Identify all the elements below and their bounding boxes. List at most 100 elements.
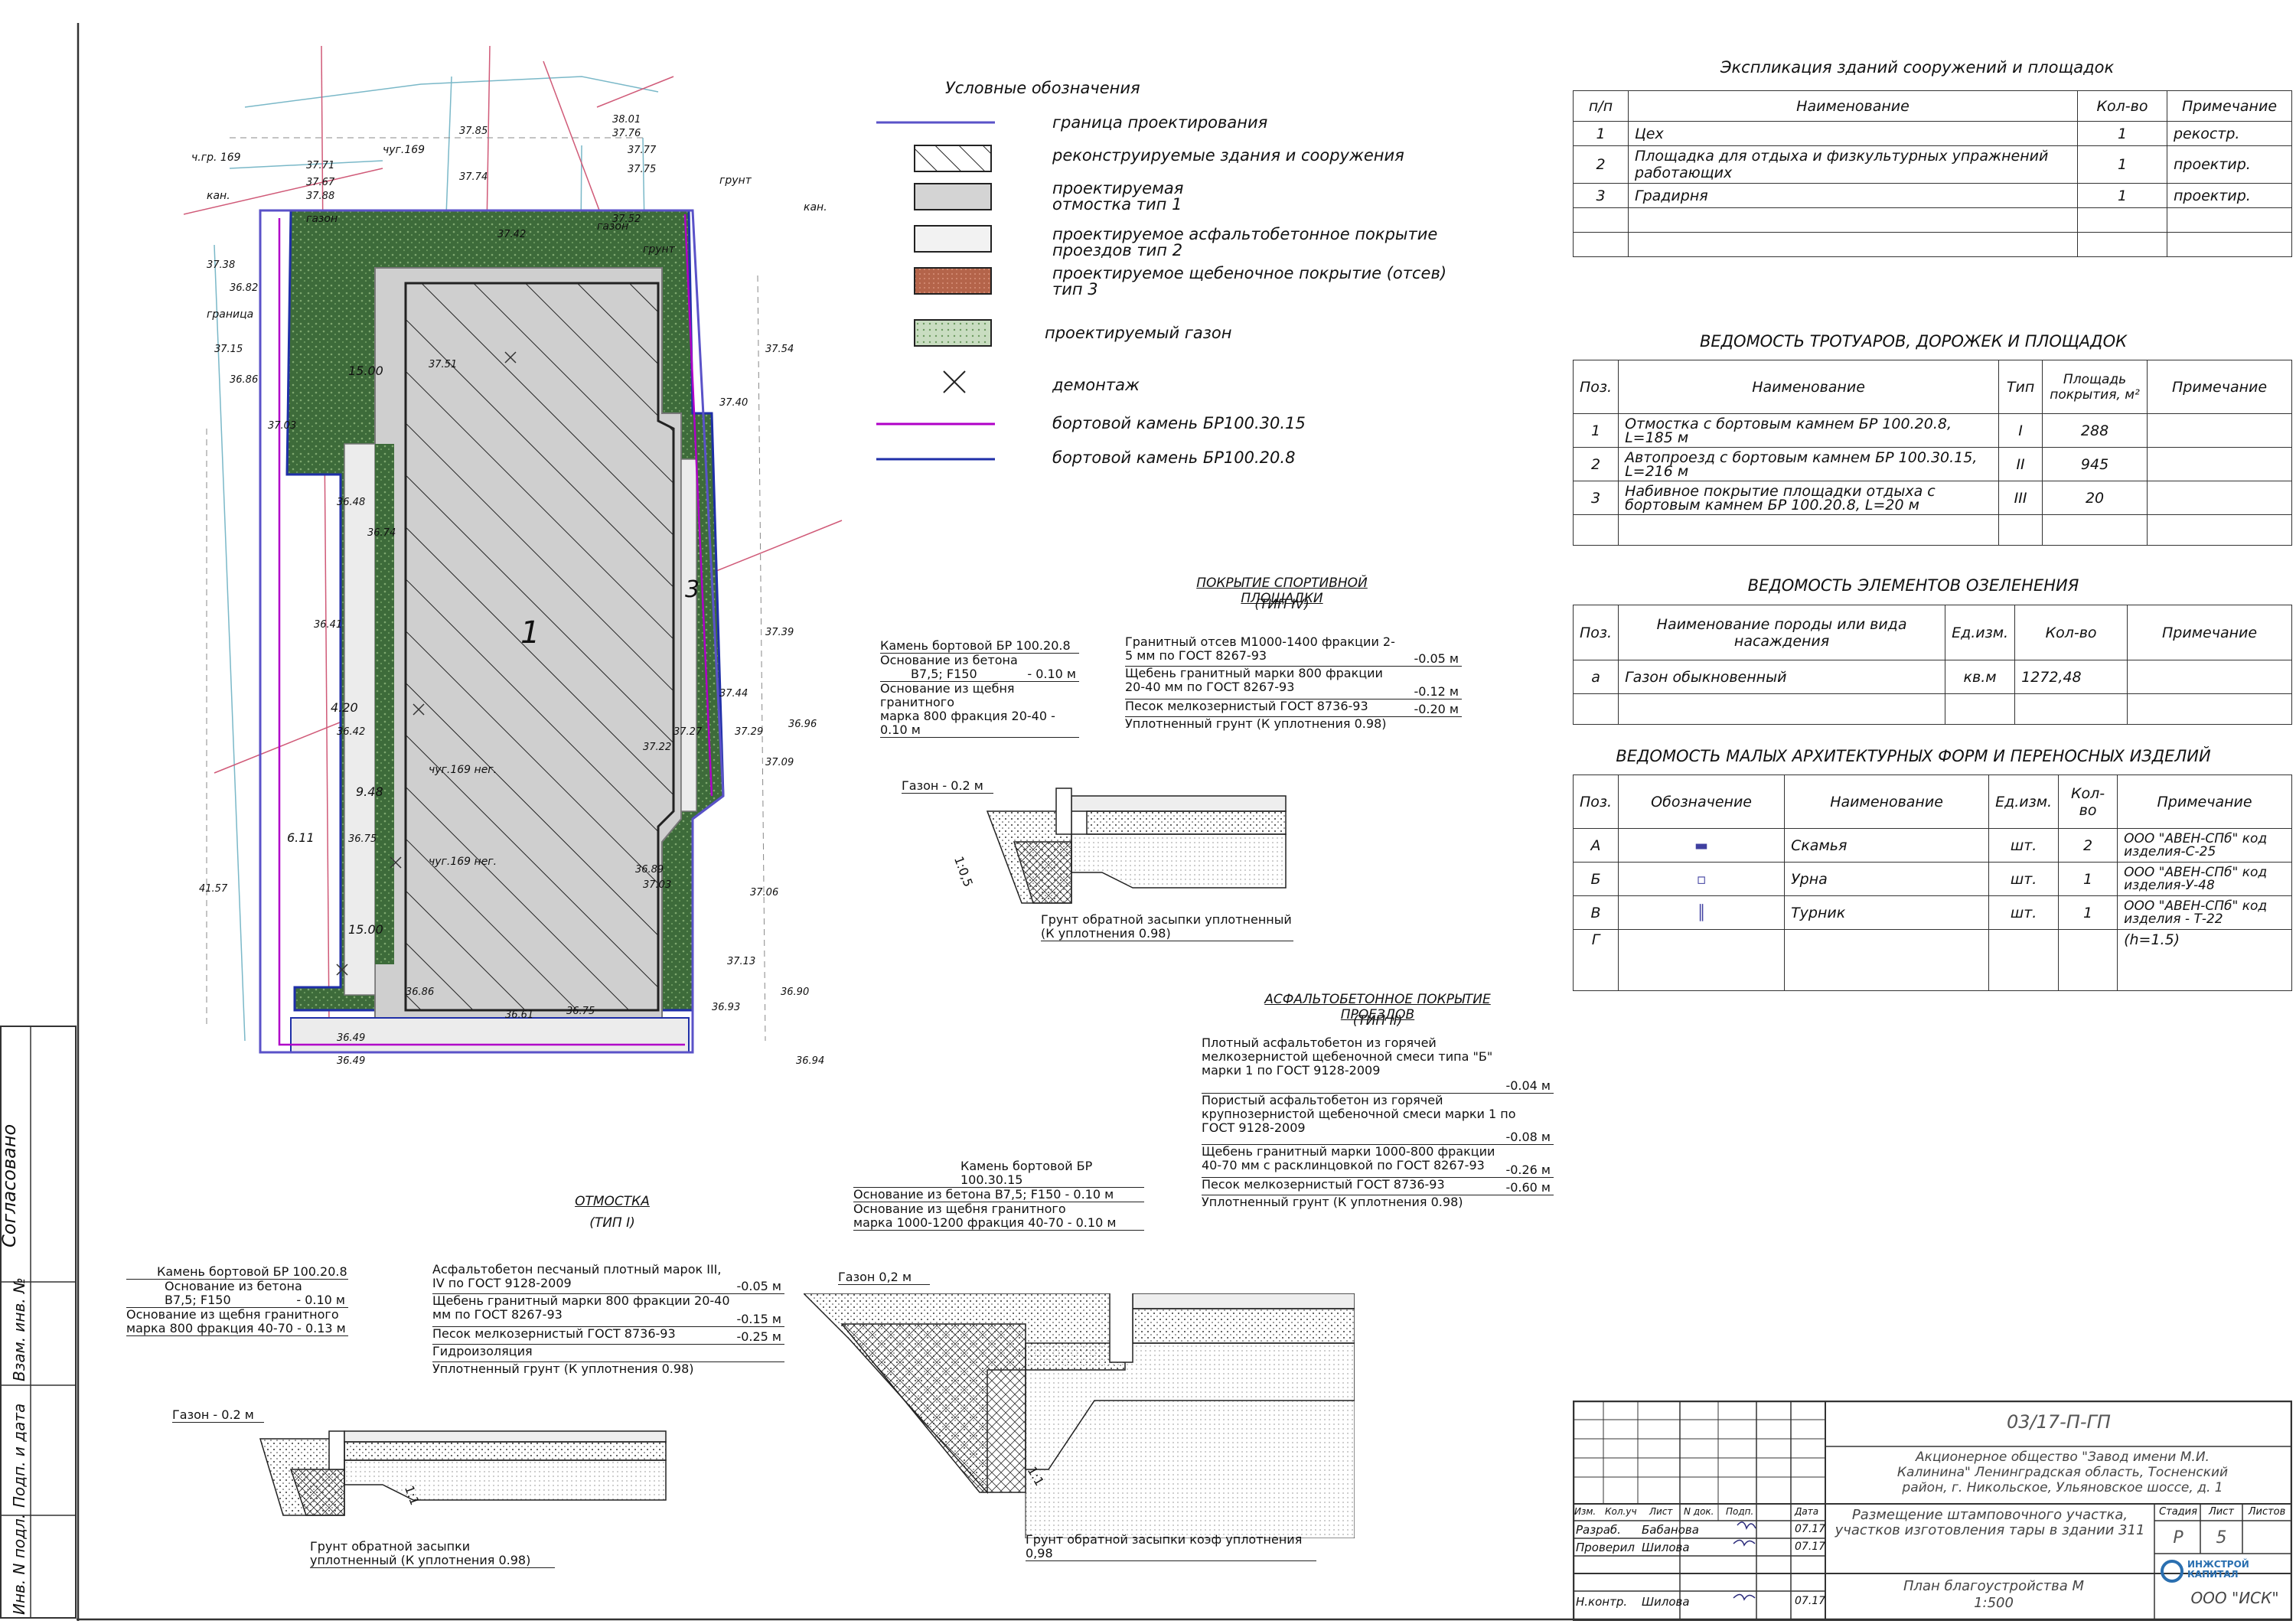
note: чуг.169 нег. [429,856,497,868]
note: граница [207,308,253,321]
mark: 37.40 [719,397,748,409]
layer: Основание из щебня гранитного [880,681,1015,709]
mark: 37.76 [612,128,641,139]
red-lines [184,46,843,1026]
explication-title: Экспликация зданий сооружений и площадок [1720,58,2115,77]
col-header: Наименование [1628,90,2078,122]
side-stamp-agreed: Согласовано [0,1124,20,1247]
cell: Скамья [1784,828,1990,863]
legend-label: проектируемая отмостка тип 1 [1052,179,1184,214]
stamp-name: Шилова [1642,1595,1690,1609]
mark: 36.75 [348,833,377,845]
layer-labels-right: Асфальтобетон песчаный плотный марок III… [432,1263,784,1379]
plan-notes: ч.гр. 169 чуг.169 чуг.169 нег. чуг.169 н… [191,144,827,868]
col-header: Примечание [2147,360,2292,414]
mark: 37.06 [750,887,778,898]
section-title: ОТМОСТКА [575,1194,650,1209]
organization: Акционерное общество "Завод имени М.И. К… [1896,1450,2229,1495]
cell: 945 [2042,447,2148,481]
mark: 41.57 [199,883,228,895]
bottom-label: Грунт обратной засыпки коэф уплотнения 0… [1026,1533,1316,1561]
greenery-title: ВЕДОМОСТЬ ЭЛЕМЕНТОВ ОЗЕЛЕНЕНИЯ [1747,576,2079,595]
mark: 38.01 [612,114,641,126]
mark: 37.22 [643,742,671,753]
stamp-header: Дата [1795,1506,1819,1517]
sidewalks-title: ВЕДОМОСТЬ ТРОТУАРОВ, ДОРОЖЕК И ПЛОЩАДОК [1699,332,2128,351]
signature-icon [1733,1539,1756,1547]
cell: 1 [1572,413,1619,448]
company-logo-icon [2161,1560,2183,1583]
layer: Щебень гранитный марки 1000-800 фракции … [1202,1145,1554,1178]
cell: 1 [1573,121,1629,146]
layer: Основание из бетона В7,5; F150 - 0.10 м [853,1188,1144,1202]
curb-magenta [278,218,685,1046]
table-row: а Газон обыкновенный кв.м 1272,48 [1572,660,2292,694]
mark: 36.86 [230,374,258,386]
mark: 36.94 [796,1055,824,1067]
lawn-strip-left [375,444,394,964]
table-row [1573,207,2292,233]
col-header: Примечание [2117,774,2292,829]
building-311 [404,282,675,1012]
cell: шт. [1988,895,2060,930]
table-row: В ║ Турник шт. 1 ООО "АВЕН-СПб" код изде… [1572,895,2292,930]
cell: ООО "АВЕН-СПб" код изделия-С-25 [2117,828,2292,863]
cell: Градирня [1628,183,2078,208]
sheet-title: План благоустройства М 1:500 [1903,1578,2085,1611]
cell: 1272,48 [2014,660,2128,694]
explication-table: п/п Наименование Кол-во Примечание 1 Цех… [1573,90,2292,257]
layer: Камень бортовой БР 100.20.8 [126,1265,348,1280]
layer: Пористый асфальтобетон из горячей крупно… [1202,1094,1554,1145]
cell: а [1572,660,1619,694]
cell: 3 [1572,481,1619,515]
col-header: Обозначение [1618,774,1786,829]
stamp-header: Кол.уч [1605,1506,1637,1517]
cell: Г [1572,929,1619,991]
side-stamp-inv: Инв. N подл. [10,1514,28,1615]
layer: Грунт обратной засыпки уплотненный (К уп… [310,1540,555,1568]
col-header: п/п [1573,90,1629,122]
mark: 36.89 [635,864,664,876]
table-row: Г (h=1.5) [1572,929,2292,991]
legend-label: граница проектирования [1052,113,1268,132]
legend-label: демонтаж [1052,376,1140,394]
table-row: 2 Автопроезд с бортовым камнем БР 100.30… [1572,447,2292,481]
layer-labels-left: Камень бортовой БР 100.30.15 Основание и… [853,1159,1144,1231]
signature-icon [1737,1521,1756,1531]
cell [2147,447,2292,481]
legend-label: реконструируемые здания и сооружения [1052,146,1404,165]
cell: проектир. [2167,183,2292,208]
table-row: Б ▫ Урна шт. 1 ООО "АВЕН-СПб" код издели… [1572,862,2292,896]
mark: 37.42 [497,229,526,240]
project-boundary [259,209,725,1054]
stamp-name: Бабанова [1642,1523,1699,1537]
layer: Гидроизоляция [432,1345,784,1362]
maf-table: Поз. Обозначение Наименование Ед.изм. Ко… [1572,774,2292,991]
cell: (h=1.5) [2117,929,2292,991]
company-name: ООО "ИСК" [2190,1589,2279,1607]
cell: ООО "АВЕН-СПб" код изделия - Т-22 [2117,895,2292,930]
sheet-header: Лист [2209,1506,2234,1518]
mark: 37.77 [628,145,657,156]
mark: 37.13 [727,956,755,967]
mark: 36.74 [367,527,396,539]
doc-code: 03/17-П-ГП [2007,1411,2111,1433]
section-asphalt-drawing [804,1293,1355,1538]
section-type: (ТИП IV) [1254,597,1309,612]
layer-labels-right: Плотный асфальтобетон из горячей мелкозе… [1202,1036,1554,1212]
cell: Турник [1784,895,1990,930]
cell: Отмостка с бортовым камнем БР 100.20.8, … [1618,413,2000,448]
greenery-table: Поз. Наименование породы или вида насажд… [1572,605,2292,725]
note: чуг.169 [383,144,425,156]
mark: 36.48 [337,497,365,508]
stamp-header: N док. [1684,1506,1714,1517]
cell [2127,660,2292,694]
layer: Грунт обратной засыпки коэф уплотнения 0… [1026,1533,1316,1561]
mark: 36.82 [230,282,258,294]
note: грунт [719,174,752,187]
stamp-name: Шилова [1642,1541,1690,1554]
legend-swatch-cross [943,370,966,393]
layer: Уплотненный грунт (К уплотнения 0.98) [432,1361,694,1376]
table-row: 3 Градирня 1 проектир. [1573,183,2292,208]
note: газон [306,213,338,225]
